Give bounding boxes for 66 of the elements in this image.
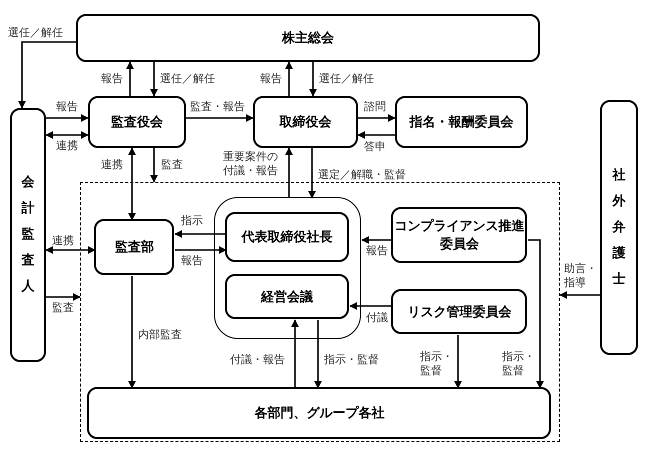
organization-box: 株主総会	[76, 14, 540, 62]
arrow	[357, 131, 395, 139]
edge-label: 指示・監督	[420, 350, 454, 378]
edge-label: 報告	[56, 100, 78, 114]
organization-box: 監査役会	[88, 96, 186, 148]
arrow	[46, 293, 81, 301]
edge-label: 監査	[52, 301, 74, 315]
edge-label: 付議	[366, 311, 388, 325]
vertical-box: 社外弁護士	[600, 100, 638, 355]
arrow	[126, 61, 134, 96]
edge-label: 答申	[364, 140, 386, 154]
arrow	[314, 320, 322, 389]
arrow	[361, 236, 392, 244]
edge-label: 選任／解任	[8, 26, 63, 40]
edge-label: 指示・監督	[324, 353, 379, 367]
organization-box: リスク管理委員会	[391, 289, 528, 334]
organization-box: コンプライアンス推進委員会	[391, 207, 528, 264]
arrow	[150, 62, 158, 97]
arrow	[46, 114, 89, 122]
arrow	[186, 114, 254, 122]
arrow	[308, 148, 316, 199]
arrow	[349, 302, 392, 310]
arrow	[150, 148, 158, 183]
organization-box: 代表取締役社長	[225, 212, 350, 262]
organization-box: 経営会議	[225, 274, 350, 320]
edge-label: 監査	[161, 158, 183, 172]
edge-label: 選任／解任	[160, 72, 215, 86]
edge-label: 重要案件の付議・報告	[223, 150, 279, 178]
group-frame	[214, 197, 362, 340]
edge-label: 連携	[56, 139, 78, 153]
organization-box: 指名・報酬委員会	[395, 96, 528, 148]
edge-label: 選定／解職・監督	[318, 168, 406, 182]
edge-label: 報告	[181, 254, 203, 268]
arrow	[559, 291, 600, 299]
arrow	[18, 41, 76, 109]
arrow	[454, 335, 462, 389]
arrow	[45, 246, 96, 254]
arrow	[285, 61, 293, 96]
edge-label: 内部監査	[138, 328, 182, 342]
edge-label: 報告	[366, 244, 388, 258]
edge-label: 報告	[101, 72, 123, 86]
edge-label: 助言・指導	[564, 262, 598, 290]
edge-label: 指示	[181, 214, 203, 228]
edge-label: 諮問	[364, 100, 386, 114]
edge-label: 監査・報告	[190, 100, 245, 114]
edge-label: 指示・監督	[502, 350, 536, 378]
edge-label: 報告	[260, 72, 282, 86]
arrow	[285, 147, 293, 198]
arrow	[528, 239, 544, 389]
arrow	[358, 114, 396, 122]
arrow	[45, 131, 89, 139]
vertical-box: 会計監査人	[10, 108, 46, 362]
arrow	[128, 276, 136, 389]
edge-label: 付議・報告	[230, 353, 285, 367]
organization-box: 監査部	[94, 219, 174, 276]
arrow	[291, 319, 299, 388]
arrow	[174, 230, 226, 238]
edge-label: 選任／解任	[319, 72, 374, 86]
dashed-boundary	[80, 182, 560, 442]
arrow	[175, 246, 227, 254]
arrow	[309, 62, 317, 97]
arrow	[128, 147, 136, 221]
edge-label: 連携	[52, 234, 74, 248]
organization-box: 各部門、グループ各社	[87, 387, 552, 440]
edge-label: 連携	[101, 158, 123, 172]
organization-box: 取締役会	[253, 96, 358, 148]
